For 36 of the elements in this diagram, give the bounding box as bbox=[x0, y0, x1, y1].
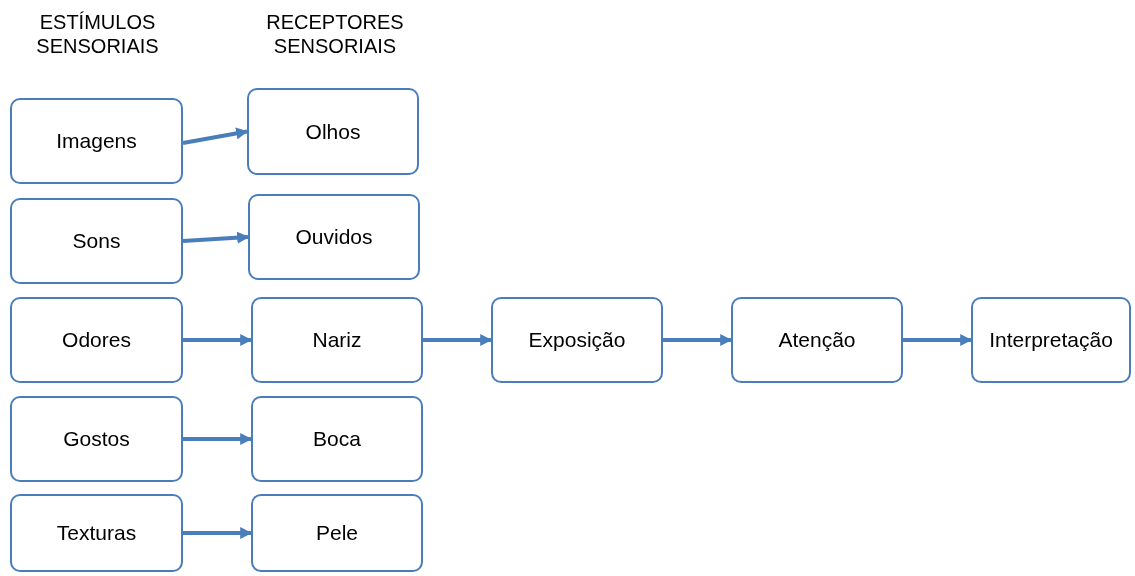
box-label: Odores bbox=[62, 328, 131, 352]
process-box bbox=[10, 198, 183, 284]
process-box bbox=[251, 396, 423, 482]
box-label: Boca bbox=[313, 427, 361, 451]
arrow bbox=[183, 433, 253, 445]
box-label: Texturas bbox=[56, 521, 137, 545]
arrow bbox=[663, 334, 733, 346]
arrow bbox=[423, 334, 493, 346]
process-box bbox=[251, 494, 423, 572]
arrow bbox=[183, 527, 253, 539]
box-label: Interpretação bbox=[989, 328, 1113, 352]
process-box bbox=[247, 88, 419, 175]
process-box bbox=[491, 297, 663, 383]
box-label: Nariz bbox=[312, 328, 362, 352]
column-heading: ESTÍMULOS SENSORIAIS bbox=[35, 10, 160, 58]
process-box bbox=[10, 98, 183, 184]
box-label: Sons bbox=[72, 229, 121, 253]
box-label: Pele bbox=[316, 521, 358, 545]
column-heading: RECEPTORES SENSORIAIS bbox=[265, 10, 405, 58]
arrow bbox=[182, 231, 250, 244]
box-label: Ouvidos bbox=[295, 225, 373, 249]
process-box bbox=[10, 297, 183, 383]
box-label: Imagens bbox=[56, 129, 137, 153]
process-box bbox=[10, 494, 183, 572]
arrow bbox=[183, 334, 253, 346]
process-box bbox=[731, 297, 903, 383]
process-box bbox=[10, 396, 183, 482]
box-label: Gostos bbox=[63, 427, 130, 451]
process-box bbox=[971, 297, 1131, 383]
arrow bbox=[182, 127, 249, 145]
process-box bbox=[251, 297, 423, 383]
box-label: Atenção bbox=[778, 328, 856, 352]
box-label: Olhos bbox=[305, 119, 361, 144]
process-box bbox=[248, 194, 420, 280]
arrow bbox=[903, 334, 973, 346]
box-label: Exposição bbox=[528, 328, 626, 352]
